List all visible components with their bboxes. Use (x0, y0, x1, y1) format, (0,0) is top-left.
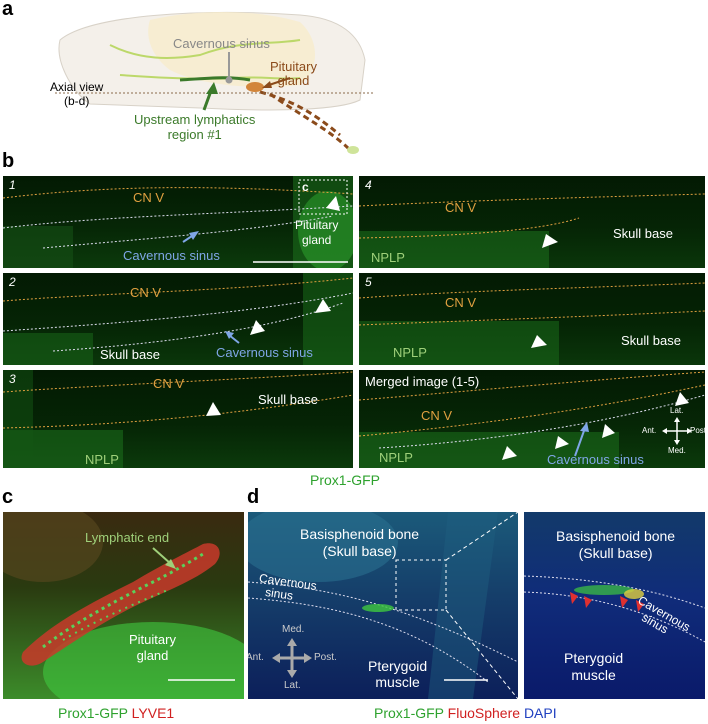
caption-d-red: FluoSphere (447, 705, 521, 721)
label-pterygoid-d: Pterygoid muscle (368, 658, 427, 690)
label-pterygoid-r: Pterygoid muscle (564, 650, 623, 684)
compass-med: Med. (668, 446, 686, 455)
pit-c-line2: gland (136, 648, 169, 663)
d-compass-ant: Ant. (248, 652, 264, 663)
label-upstream: Upstream lymphatics region #1 (134, 112, 255, 142)
tile-3-cnv: CN V (153, 376, 185, 391)
compass-ant: Ant. (642, 426, 657, 435)
panel-a-schematic (55, 11, 375, 154)
tile-1-pit1: Pituitary (295, 218, 339, 232)
tile-4-nplp: NPLP (371, 250, 405, 265)
tile-1-cnv: CN V (133, 190, 165, 205)
tile-2-cnv: CN V (130, 285, 162, 300)
axial-line2: (b-d) (64, 94, 90, 108)
tile-3-nplp: NPLP (85, 452, 119, 467)
r-bone-line2: (Skull base) (578, 545, 653, 561)
tile-1-inset-c: c (302, 180, 309, 194)
panel-a-letter: a (2, 0, 14, 20)
r-bone-line1: Basisphenoid bone (556, 528, 676, 544)
d-compass-med: Med. (282, 624, 305, 635)
label-pituitary-c: Pituitary gland (129, 632, 176, 664)
tile-1-pit2: gland (301, 233, 332, 247)
compass-lat: Lat. (670, 406, 684, 415)
panel-c-letter: c (2, 486, 14, 508)
upstream-line1: Upstream lymphatics (134, 112, 256, 127)
tile-3-num: 3 (9, 372, 16, 386)
caption-d-blue: DAPI (523, 705, 557, 721)
compass-post: Post. (690, 426, 705, 435)
d-bone-line2: (Skull base) (322, 543, 397, 559)
tile-merged-title: Merged image (1-5) (365, 374, 480, 389)
label-basisphenoid-d: Basisphenoid bone (Skull base) (300, 526, 419, 560)
label-lymphatic-end: Lymphatic end (85, 530, 170, 545)
axial-line1: Axial view (50, 80, 104, 94)
d-bone-line1: Basisphenoid bone (300, 526, 420, 542)
d-muscle-line2: muscle (375, 674, 420, 690)
r-muscle-line2: muscle (571, 667, 616, 683)
upstream-line2: region #1 (167, 127, 222, 142)
label-basisphenoid-r: Basisphenoid bone (Skull base) (556, 528, 675, 562)
d-muscle-line1: Pterygoid (368, 658, 428, 674)
tile-merged: Merged image (1-5) CN V NPLP Cavernous s… (359, 370, 705, 468)
caption-c-green: Prox1-GFP (58, 705, 128, 721)
tile-4-num: 4 (365, 178, 372, 192)
tile-merged-nplp: NPLP (379, 450, 413, 465)
panel-d-letter: d (247, 486, 260, 508)
r-muscle-line1: Pterygoid (564, 650, 624, 666)
panel-c-caption: Prox1-GFP LYVE1 (58, 705, 174, 721)
tile-merged-sinus: Cavernous sinus (547, 452, 644, 467)
tile-2-skull: Skull base (100, 347, 160, 362)
tile-1-pituitary: Pituitary gland (295, 218, 338, 248)
panel-d-caption: Prox1-GFP FluoSphere DAPI (374, 705, 557, 721)
label-cavernous-sinus-a: Cavernous sinus (173, 36, 270, 51)
tile-5-num: 5 (365, 275, 372, 289)
tile-4-skull: Skull base (613, 226, 673, 241)
label-axial-view: Axial view (b-d) (50, 80, 103, 108)
tile-5-skull: Skull base (621, 333, 681, 348)
tile-2-num: 2 (9, 275, 16, 289)
caption-c-red: LYVE1 (131, 705, 175, 721)
tile-5-nplp: NPLP (393, 345, 427, 360)
tile-2: 2 CN V Skull base Cavernous sinus (3, 273, 353, 365)
tile-4: 4 CN V Skull base NPLP (359, 176, 705, 268)
panel-b-caption: Prox1-GFP (310, 472, 381, 488)
pit-c-line1: Pituitary (129, 632, 176, 647)
tile-merged-cnv: CN V (421, 408, 453, 423)
d-compass-post: Post. (314, 652, 337, 663)
panel-b-letter: b (2, 150, 15, 172)
tile-4-cnv: CN V (445, 200, 477, 215)
tile-1: 1 CN V c Cavernous sinus Pituitary gland (3, 176, 353, 268)
tile-2-sinus: Cavernous sinus (216, 345, 313, 360)
pituitary-line2: gland (277, 73, 310, 88)
tile-1-num: 1 (9, 178, 16, 192)
panel-d-left: Basisphenoid bone (Skull base) Cavernous… (248, 512, 518, 699)
pituitary-line1: Pituitary (270, 59, 317, 74)
tile-5: 5 CN V Skull base NPLP (359, 273, 705, 365)
panel-c-image: Lymphatic end Pituitary gland (3, 512, 244, 699)
panel-d-right: Basisphenoid bone (Skull base) Cavernous… (524, 512, 705, 699)
d-compass-lat: Lat. (284, 680, 301, 691)
label-pituitary-a: Pituitary gland (270, 60, 317, 88)
caption-d-green: Prox1-GFP (374, 705, 444, 721)
tile-3-skull: Skull base (258, 392, 318, 407)
tile-3: 3 CN V Skull base NPLP (3, 370, 353, 468)
tile-5-cnv: CN V (445, 295, 477, 310)
tile-1-sinus: Cavernous sinus (123, 248, 220, 263)
